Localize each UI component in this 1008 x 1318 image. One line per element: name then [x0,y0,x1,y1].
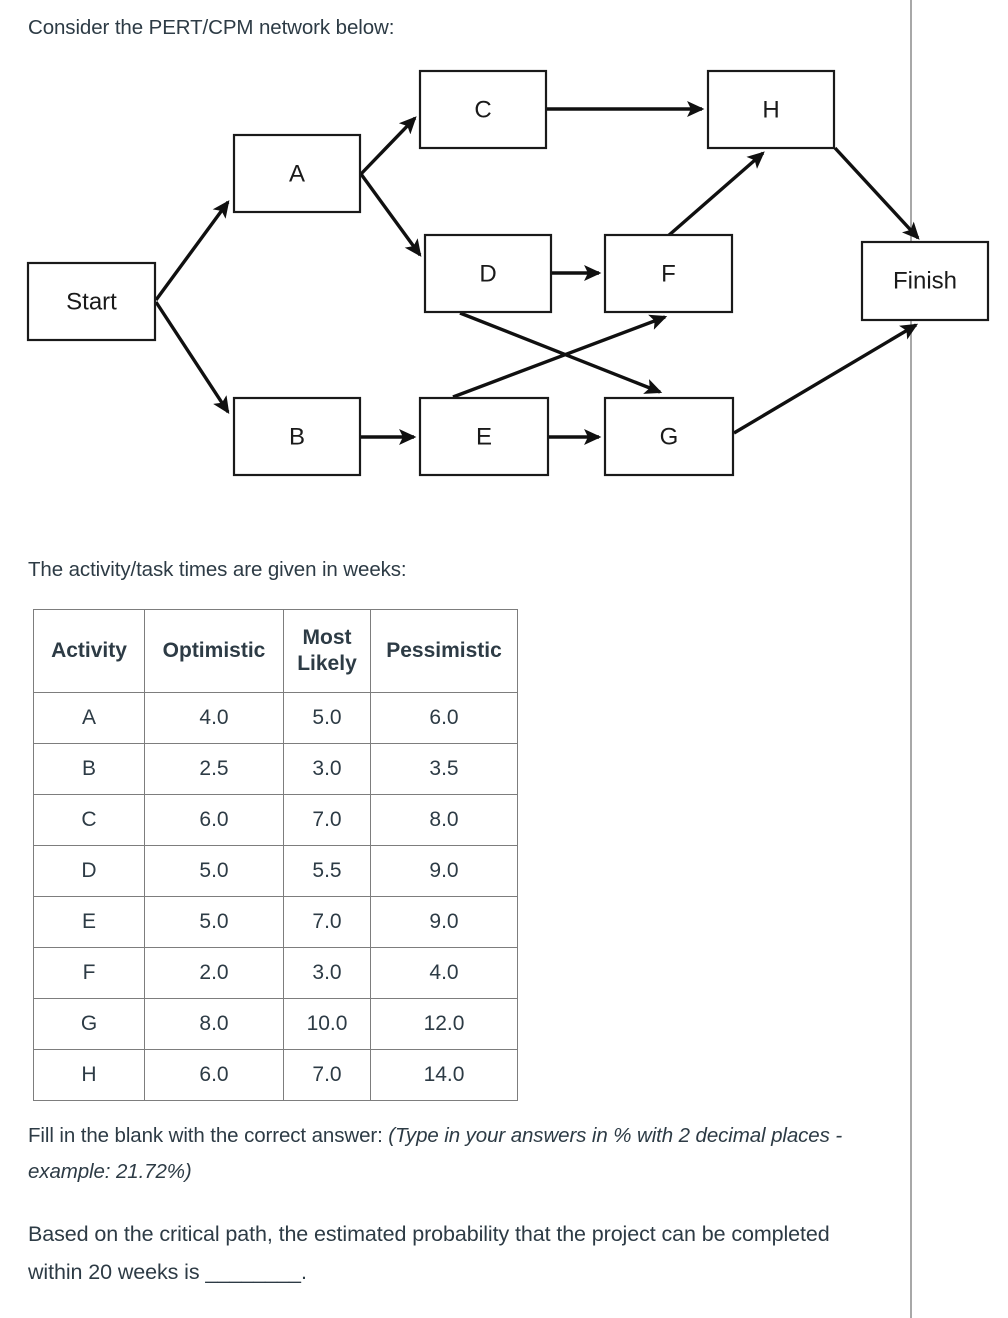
cell-most-likely: 7.0 [283,896,371,948]
cell-activity: E [33,896,145,948]
diagram-node-b: B [232,396,362,477]
node-label-c: C [474,96,491,123]
node-label-d: D [479,260,496,287]
cell-optimistic: 4.0 [144,692,284,744]
column-header-optimistic: Optimistic [144,609,284,693]
diagram-node-a: A [232,133,362,214]
column-header-most-likely: Most Likely [283,609,371,693]
table-row: A 4.0 5.0 6.0 [33,692,518,744]
cell-activity: H [33,1049,145,1101]
cell-pessimistic: 12.0 [370,998,518,1050]
cell-optimistic: 6.0 [144,1049,284,1101]
table-body: A 4.0 5.0 6.0 B 2.5 3.0 3.5 C 6.0 7.0 8.… [33,692,518,1101]
edge-g-to-finish [733,323,919,435]
cell-activity: D [33,845,145,897]
cell-optimistic: 8.0 [144,998,284,1050]
question-text-period: . [301,1260,307,1284]
node-label-finish: Finish [893,267,957,294]
table-header-row: Activity Optimistic Most Likely Pessimis… [33,609,518,693]
page-title: Consider the PERT/CPM network below: [28,16,395,39]
diagram-node-d: D [423,233,553,314]
fill-instruction-example: (Type in your answers in % with 2 decima… [28,1124,843,1183]
diagram-node-finish: Finish [860,240,990,322]
edge-start-to-a [154,200,230,302]
question-text: Based on the critical path, the estimate… [28,1215,888,1291]
node-label-start: Start [66,288,117,315]
answer-blank[interactable]: ________ [205,1260,302,1284]
cell-optimistic: 2.5 [144,743,284,795]
cell-activity: A [33,692,145,744]
content-column-rule [910,0,912,1318]
cell-most-likely: 5.5 [283,845,371,897]
cell-optimistic: 2.0 [144,947,284,999]
diagram-edges [154,101,920,445]
cell-most-likely: 7.0 [283,1049,371,1101]
table-row: B 2.5 3.0 3.5 [33,743,518,795]
column-header-pessimistic: Pessimistic [370,609,518,693]
cell-activity: G [33,998,145,1050]
cell-most-likely: 3.0 [283,947,371,999]
cell-activity: B [33,743,145,795]
column-header-most-likely-line2: Likely [297,652,357,675]
diagram-node-f: F [603,233,734,314]
table-row: H 6.0 7.0 14.0 [33,1049,518,1101]
cell-most-likely: 5.0 [283,692,371,744]
table-intro-text: The activity/task times are given in wee… [28,558,407,581]
cell-activity: F [33,947,145,999]
cell-pessimistic: 6.0 [370,692,518,744]
node-label-h: H [762,96,779,123]
column-header-activity: Activity [33,609,145,693]
node-label-b: B [289,423,305,450]
edge-d-to-g [459,311,663,394]
edge-h-to-finish [833,146,920,240]
cell-pessimistic: 3.5 [370,743,518,795]
cell-most-likely: 10.0 [283,998,371,1050]
edge-a-to-c [359,116,417,176]
diagram-node-e: E [418,396,550,477]
cell-pessimistic: 9.0 [370,845,518,897]
cell-pessimistic: 14.0 [370,1049,518,1101]
diagram-node-h: H [706,69,836,150]
cell-activity: C [33,794,145,846]
table-row: G 8.0 10.0 12.0 [33,998,518,1050]
edge-f-to-h [666,151,765,238]
table-row: C 6.0 7.0 8.0 [33,794,518,846]
edge-a-to-d [359,172,422,257]
node-label-e: E [476,423,492,450]
diagram-node-g: G [603,396,735,477]
cell-pessimistic: 8.0 [370,794,518,846]
fill-instruction-lead: Fill in the blank with the correct answe… [28,1124,389,1147]
fill-instruction: Fill in the blank with the correct answe… [28,1118,888,1190]
edge-e-to-f [452,314,668,399]
diagram-node-start: Start [26,261,157,342]
cell-optimistic: 6.0 [144,794,284,846]
activity-times-table: Activity Optimistic Most Likely Pessimis… [33,609,518,1101]
table-row: D 5.0 5.5 9.0 [33,845,518,897]
node-label-a: A [289,160,305,187]
cell-pessimistic: 4.0 [370,947,518,999]
pert-cpm-network-diagram: Start A B C D E [0,50,1008,500]
node-label-f: F [661,260,676,287]
table-row: E 5.0 7.0 9.0 [33,896,518,948]
diagram-node-c: C [418,69,548,150]
node-label-g: G [660,423,679,450]
cell-optimistic: 5.0 [144,896,284,948]
edge-start-to-b [154,301,230,414]
cell-most-likely: 7.0 [283,794,371,846]
question-text-body: Based on the critical path, the estimate… [28,1222,830,1284]
cell-optimistic: 5.0 [144,845,284,897]
table-row: F 2.0 3.0 4.0 [33,947,518,999]
cell-most-likely: 3.0 [283,743,371,795]
cell-pessimistic: 9.0 [370,896,518,948]
column-header-most-likely-line1: Most [302,626,352,649]
